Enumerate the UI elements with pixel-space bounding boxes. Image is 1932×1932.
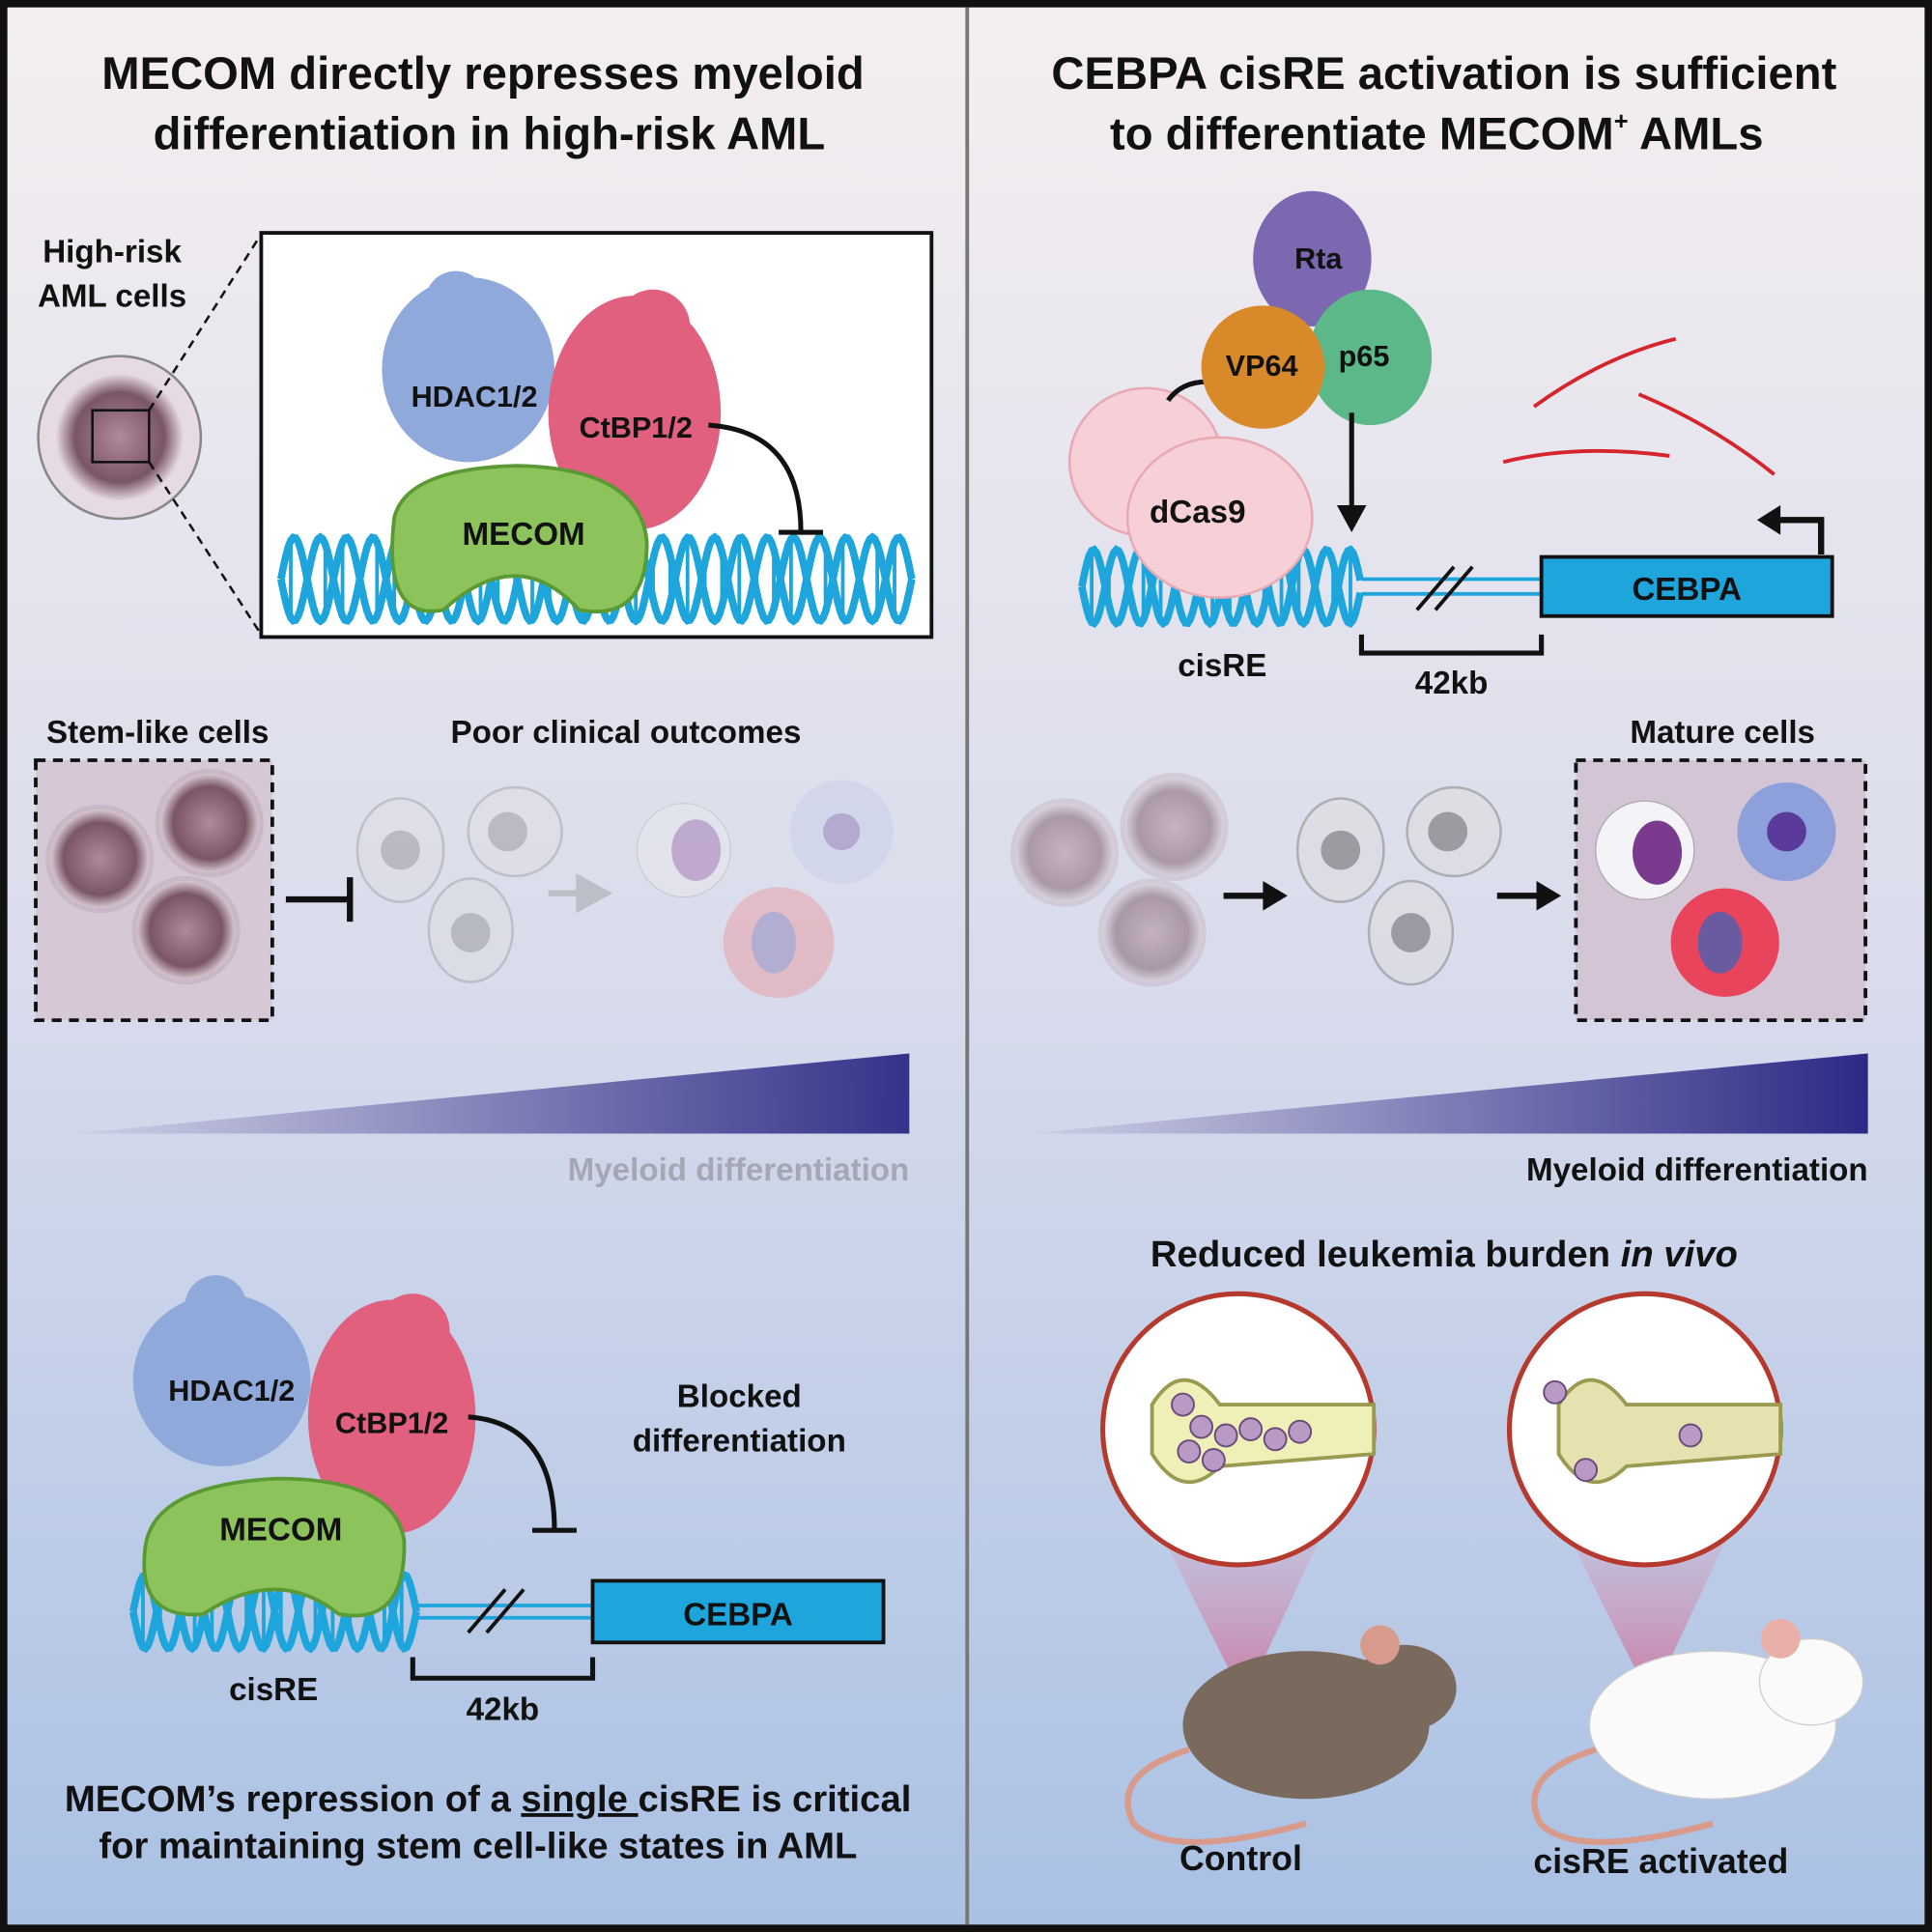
mecom-label-bottom: MECOM — [219, 1512, 342, 1548]
distance-bracket-right — [1358, 634, 1545, 656]
conclusion-line2: for maintaining stem cell-like states in… — [99, 1825, 857, 1866]
tss-arrow — [1774, 517, 1825, 554]
conclusion-post: cisRE is critical — [639, 1778, 912, 1820]
blocked-label-2: differentiation — [633, 1424, 846, 1460]
right-title-line2: to differentiate MECOM+ AMLs — [1110, 108, 1763, 159]
outcome-label: Poor clinical outcomes — [450, 715, 801, 751]
activation-arrowhead — [1336, 504, 1367, 533]
p65-label: p65 — [1339, 340, 1390, 373]
distance-bracket — [410, 1657, 596, 1681]
mecom-label: MECOM — [463, 517, 585, 553]
ctbp-blob — [548, 289, 722, 530]
distance-label-right: 42kb — [1415, 666, 1489, 701]
right-gradient-label: Myeloid differentiation — [1526, 1152, 1868, 1188]
vp64-blob — [1201, 305, 1325, 429]
mecom-blob — [390, 464, 649, 613]
conclusion-pre: MECOM’s repression of a — [65, 1778, 522, 1820]
aml-label-2: AML cells — [38, 279, 186, 315]
break-mark — [467, 1588, 526, 1634]
ctbp-label: CtBP1/2 — [579, 412, 692, 444]
cisre-label-right: cisRE — [1178, 648, 1266, 684]
control-mouse-group — [1100, 1291, 1457, 1846]
activated-mouse-group — [1506, 1291, 1864, 1846]
cebpa-gene-box — [590, 1578, 886, 1645]
left-title-line2: differentiation in high-risk AML — [154, 108, 826, 159]
right-title-end: AMLs — [1629, 108, 1764, 159]
right-stem-cells — [1009, 772, 1229, 987]
right-title-main: to differentiate MECOM — [1110, 108, 1614, 159]
differentiation-gradient — [73, 1053, 910, 1134]
repression-arrow — [708, 422, 824, 535]
conclusion-underlined: single — [521, 1778, 638, 1820]
cebpa-gene-box-right — [1539, 554, 1834, 618]
cebpa-label: CEBPA — [683, 1597, 793, 1633]
control-label: Control — [1179, 1839, 1302, 1878]
faded-progenitor-cells — [355, 780, 894, 999]
hdac-label-bottom: HDAC1/2 — [168, 1375, 295, 1407]
dcas9-blob — [1067, 386, 1314, 599]
distance-label: 42kb — [467, 1692, 540, 1728]
differentiation-gradient-right — [1029, 1053, 1868, 1134]
right-progenitor-cells — [1295, 785, 1502, 986]
left-gradient-label: Myeloid differentiation — [568, 1152, 910, 1188]
cisre-label: cisRE — [229, 1672, 318, 1708]
block-arrow — [285, 877, 354, 923]
activated-label: cisRE activated — [1533, 1842, 1788, 1881]
hdac-blob-bottom — [132, 1275, 311, 1466]
arrow-1-head — [1263, 880, 1288, 911]
right-title-line1: CEBPA cisRE activation is sufficient — [1051, 48, 1836, 99]
stem-cells — [45, 768, 264, 985]
invivo-title: Reduced leukemia burden in vivo — [1151, 1234, 1738, 1275]
invivo-title-main: Reduced leukemia burden — [1151, 1234, 1621, 1275]
dcas9-label: dCas9 — [1150, 495, 1246, 530]
left-panel: MECOM directly represses myeloid differe… — [34, 48, 934, 1866]
ctbp-label-bottom: CtBP1/2 — [335, 1406, 448, 1439]
mature-label: Mature cells — [1630, 715, 1815, 751]
break-mark-right — [1415, 565, 1474, 611]
right-title-superscript: + — [1614, 108, 1629, 135]
mecom-blob-bottom — [142, 1476, 407, 1618]
blocked-label-1: Blocked — [677, 1379, 802, 1415]
conclusion-line1: MECOM’s repression of a single cisRE is … — [65, 1778, 912, 1820]
tss-arrowhead — [1756, 504, 1781, 535]
vp64-label: VP64 — [1226, 350, 1298, 383]
guide-rnas — [1502, 336, 1776, 476]
mature-cells — [1595, 781, 1836, 997]
linker-dna — [416, 1604, 592, 1620]
hdac-label: HDAC1/2 — [412, 381, 538, 413]
repression-arrow-bottom — [468, 1414, 577, 1533]
cebpa-label-right: CEBPA — [1632, 572, 1742, 608]
rta-label: Rta — [1294, 242, 1343, 275]
aml-cell-icon — [37, 355, 203, 521]
stem-label: Stem-like cells — [46, 715, 269, 751]
p65-blob — [1308, 289, 1433, 426]
invivo-title-italic: in vivo — [1621, 1234, 1738, 1275]
right-panel: CEBPA cisRE activation is sufficient to … — [1009, 48, 1868, 1881]
rta-blob — [1253, 190, 1372, 327]
arrow-2-head — [1536, 880, 1562, 911]
ctbp-blob-bottom — [307, 1293, 476, 1535]
aml-label-1: High-risk — [43, 235, 182, 270]
left-title-line1: MECOM directly represses myeloid — [101, 48, 864, 99]
hdac-blob — [382, 270, 554, 463]
